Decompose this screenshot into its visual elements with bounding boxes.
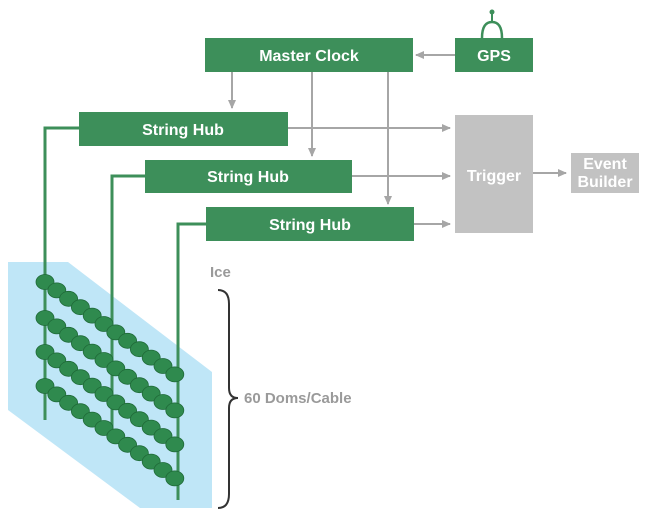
string-hub-3-label: String Hub — [269, 217, 351, 234]
dom-sensor — [165, 366, 185, 383]
event-builder-label-line2: Builder — [577, 174, 632, 191]
trigger-label: Trigger — [467, 168, 521, 185]
master-clock-label: Master Clock — [259, 48, 359, 65]
doms-per-cable-label: 60 Doms/Cable — [244, 390, 352, 407]
string-hub-1-box — [79, 112, 288, 146]
dom-sensor — [165, 402, 185, 419]
doms-brace — [217, 289, 239, 509]
string-hub-2-box — [145, 160, 352, 193]
ice-label: Ice — [210, 264, 231, 281]
gps-box — [455, 38, 533, 72]
gps-label: GPS — [477, 48, 511, 65]
master-clock-box — [205, 38, 413, 72]
string-hub-1-label: String Hub — [142, 122, 224, 139]
string-hub-2-label: String Hub — [207, 169, 289, 186]
event-builder-label-line1: Event — [583, 156, 627, 173]
dom-sensors — [35, 274, 185, 487]
trigger-box — [455, 115, 533, 233]
dom-sensor — [165, 436, 185, 453]
event-builder-box — [571, 153, 639, 193]
antenna-icon — [480, 9, 504, 39]
string-hub-3-box — [206, 207, 414, 241]
dom-sensor — [165, 470, 185, 487]
signal-wires — [228, 51, 567, 228]
